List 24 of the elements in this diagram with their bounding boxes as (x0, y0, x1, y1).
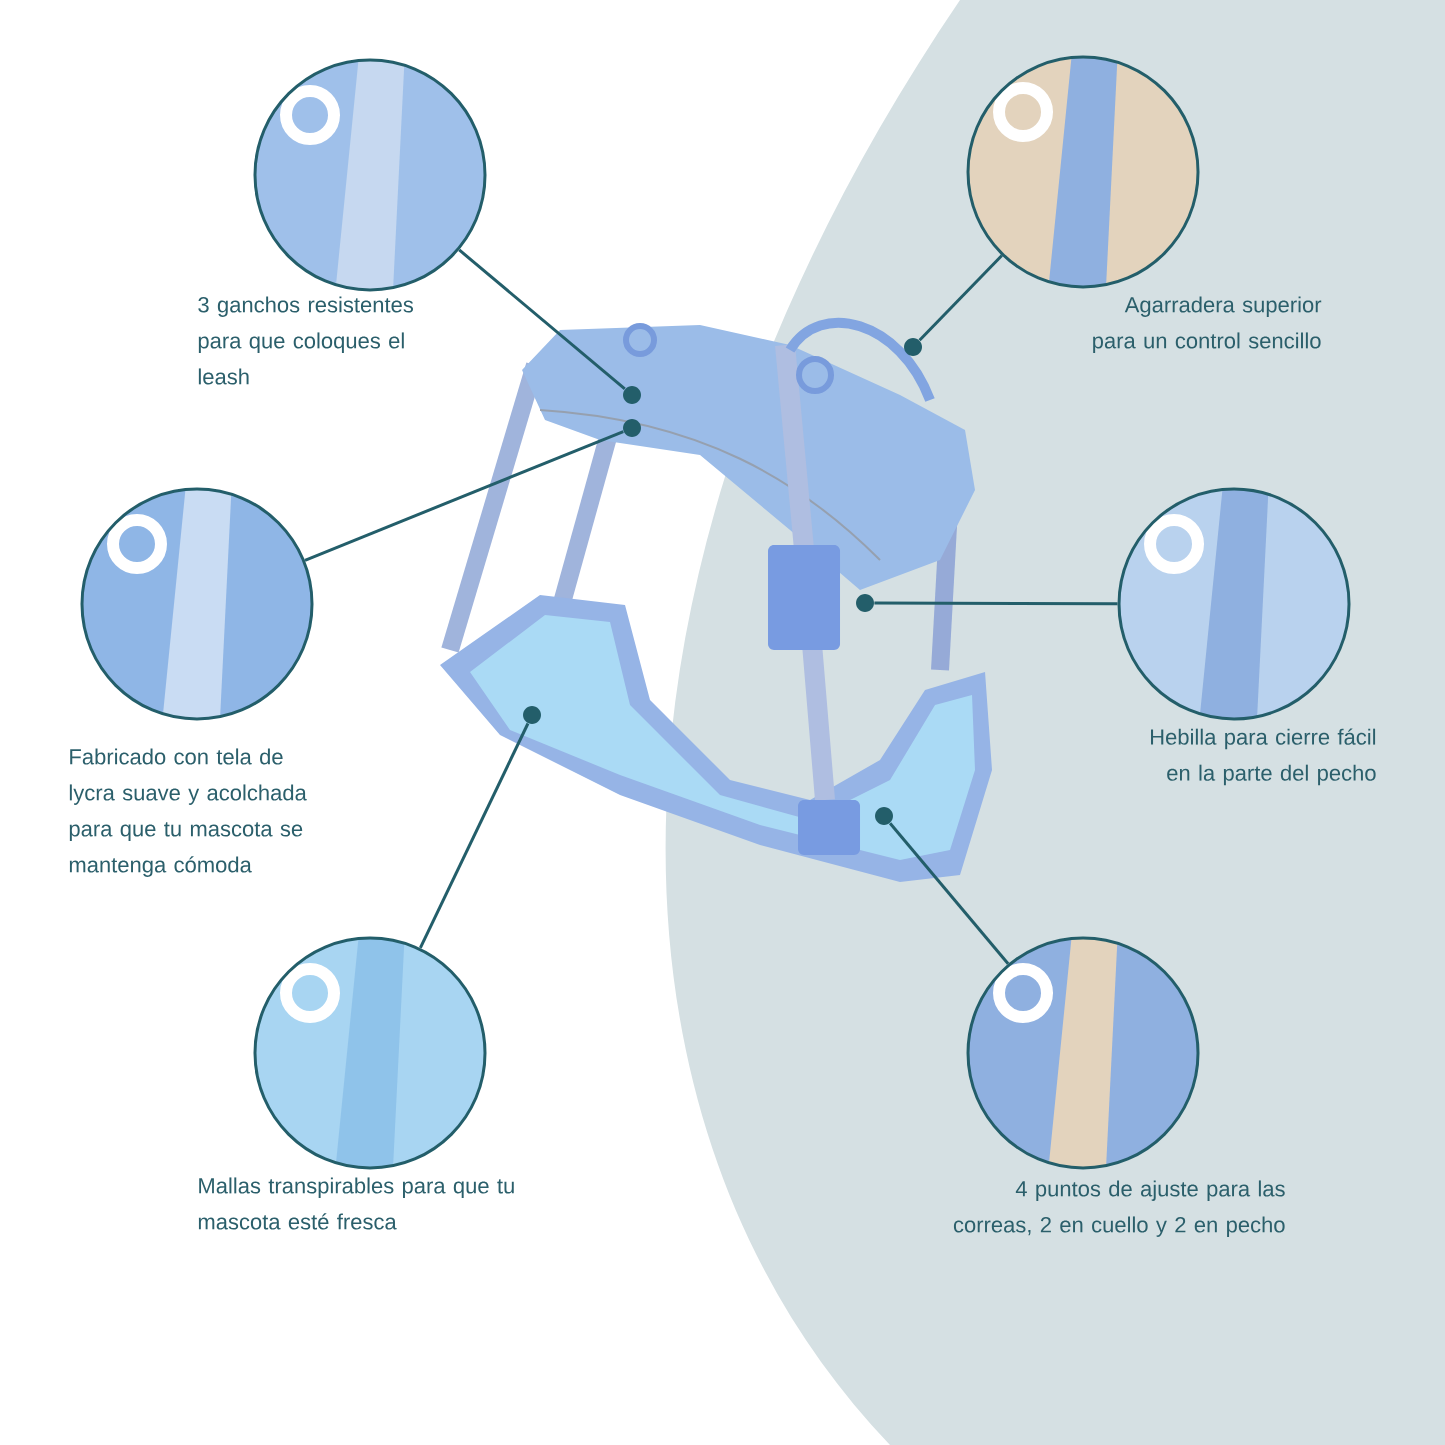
marker-dot (875, 807, 893, 825)
caption-text: Mallas transpirables para que tu mascota esté fresca (198, 1177, 514, 1230)
caption-text: 4 puntos de ajuste para las correas, 2 en cuello y 2 en pecho (953, 1180, 1285, 1237)
marker-dot (856, 594, 874, 612)
leader-line (888, 822, 1010, 965)
detail-photo (1117, 487, 1351, 721)
leader-line (918, 254, 1003, 342)
leader-line (419, 722, 530, 949)
detail-photo (966, 936, 1200, 1170)
marker-dot (904, 338, 922, 356)
marker-dot (623, 419, 641, 437)
caption-text: Hebilla para cierre fácil en la parte del pecho (1151, 728, 1376, 786)
detail-photo (253, 936, 487, 1170)
caption-text: Agarradera superior para un control sencillo (1093, 296, 1322, 353)
leader-line (304, 430, 624, 562)
marker-dot (523, 706, 541, 724)
leader-line (458, 248, 626, 391)
detail-photo (80, 487, 314, 721)
leader-line (874, 601, 1118, 606)
detail-photo (966, 55, 1200, 289)
detail-photo (253, 58, 487, 292)
caption-text: Fabricado con tela de lycra suave y acolchada para que tu mascota se mantenga cómoda (69, 748, 307, 877)
caption-text: 3 ganchos resistentes para que coloques el leash (198, 296, 413, 385)
marker-dot (623, 386, 641, 404)
